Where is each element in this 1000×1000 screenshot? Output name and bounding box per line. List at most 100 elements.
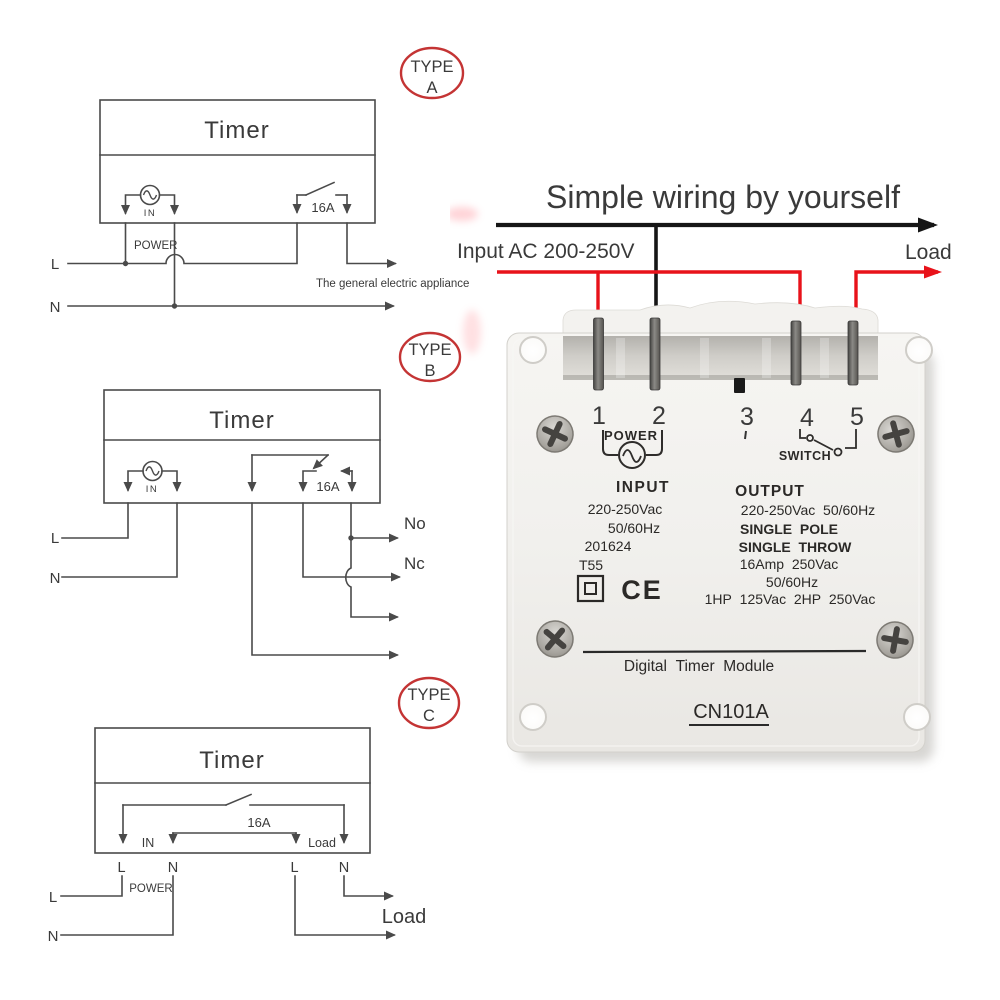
- badge-b-top: TYPE: [408, 341, 451, 359]
- amps-label-b: 16A: [316, 479, 339, 494]
- power-source-symbol-b: IN: [123, 460, 182, 495]
- neutral-label-c: N: [48, 928, 59, 945]
- module-model: CN101A: [693, 701, 769, 723]
- power-source-symbol-a: IN: [121, 184, 179, 219]
- module-footer: Digital Timer Module CN101A: [582, 649, 867, 726]
- type-c-badge: TYPE C: [397, 676, 461, 730]
- terminal-number-3: 3: [740, 403, 754, 431]
- badge-c-letter: C: [423, 707, 435, 725]
- mounting-holes: [519, 336, 933, 731]
- load-wire-label: Load: [905, 241, 952, 264]
- timer-box-b: [103, 389, 381, 504]
- timer-title-a: Timer: [204, 117, 269, 144]
- external-wiring-a: POWER L N The general electric appliance: [50, 222, 469, 316]
- terminal-number-5: 5: [850, 403, 864, 431]
- no-label-b: No: [404, 514, 426, 533]
- module-name: Digital Timer Module: [624, 658, 774, 675]
- hole: [903, 703, 931, 731]
- timer-module: 1 2 3 4 5 POWER SWIT: [506, 300, 934, 762]
- load-label-c: Load: [308, 836, 336, 850]
- terminal-pins: [593, 317, 859, 391]
- hole: [519, 336, 547, 364]
- input-ratings: INPUT 220-250Vac 50/60Hz 201624 T55 CE: [576, 479, 670, 605]
- timer-title-b: Timer: [209, 407, 274, 434]
- output-ratings: OUTPUT 220-250Vac 50/60Hz SINGLE POLE SI…: [705, 483, 876, 607]
- badge-b-letter: B: [424, 362, 435, 380]
- pin-4: [790, 320, 802, 386]
- schematic-diagrams: TYPE A Timer IN 16A: [48, 46, 469, 945]
- headline: Simple wiring by yourself: [546, 179, 900, 215]
- diagram-type-b: TYPE B Timer IN 16A: [50, 331, 462, 660]
- photo-smudge: [463, 310, 481, 354]
- in-label-b: IN: [146, 484, 159, 495]
- terminal-number-2: 2: [652, 402, 666, 430]
- terminal-n-out: N: [339, 860, 349, 876]
- badge-a-top: TYPE: [410, 58, 453, 76]
- type-a-badge: TYPE A: [399, 46, 465, 100]
- badge-a-letter: A: [426, 79, 437, 97]
- input-voltage-label: Input AC 200-250V: [457, 240, 634, 263]
- line-label-a: L: [51, 256, 59, 273]
- amps-label-a: 16A: [311, 200, 334, 215]
- relay-contact-symbol-c: 16A IN Load: [118, 793, 349, 850]
- in-label-a: IN: [144, 208, 157, 219]
- output-line: 1HP 125Vac 2HP 250Vac: [705, 591, 876, 607]
- power-label-c: POWER: [129, 883, 172, 895]
- badge-c-top: TYPE: [407, 686, 450, 704]
- double-insulation-icon: [576, 574, 605, 603]
- external-wiring-b: L N No Nc: [50, 502, 426, 660]
- terminal-l-out: L: [290, 860, 298, 876]
- input-line: 220-250Vac: [588, 501, 662, 517]
- output-line: 50/60Hz: [766, 574, 818, 590]
- output-line: SINGLE POLE: [740, 521, 838, 537]
- terminal-n-in: N: [168, 860, 178, 876]
- line-label-b: L: [51, 530, 59, 547]
- screw: [536, 620, 574, 658]
- input-heading: INPUT: [616, 479, 670, 496]
- load-out-label-c: Load: [382, 906, 427, 928]
- terminal-labels-c: L N L N: [117, 860, 349, 876]
- pin-1: [593, 317, 604, 391]
- terminal-numbers: 1 2 3 4 5: [592, 402, 864, 432]
- output-heading: OUTPUT: [735, 483, 805, 500]
- neutral-label-a: N: [50, 299, 61, 316]
- in-label-c: IN: [142, 836, 155, 850]
- photo-smudge: [450, 207, 478, 221]
- wiring-photo: Simple wiring by yourself Input AC 200-2…: [450, 179, 952, 762]
- ce-mark: CE: [621, 575, 663, 605]
- timer-title-c: Timer: [199, 747, 264, 774]
- switch-symbol-module: SWITCH: [779, 429, 857, 463]
- output-line: SINGLE THROW: [739, 539, 853, 555]
- neutral-label-b: N: [50, 570, 61, 587]
- type-b-badge: TYPE B: [398, 331, 462, 383]
- power-source-symbol-module: POWER: [602, 428, 663, 469]
- terminal-slot-3: [734, 378, 745, 393]
- diagram-type-a: TYPE A Timer IN 16A: [50, 46, 469, 316]
- timer-box-c: [94, 727, 371, 854]
- screw: [877, 415, 915, 453]
- nc-label-b: Nc: [404, 554, 425, 573]
- hole: [519, 703, 547, 731]
- output-line: 16Amp 250Vac: [740, 556, 839, 572]
- terminal-number-4: 4: [800, 404, 814, 432]
- input-line: T55: [579, 557, 603, 573]
- input-line: 201624: [585, 538, 632, 554]
- switch-label-module: SWITCH: [779, 449, 831, 463]
- module-body: [506, 332, 926, 753]
- timer-box-a: [99, 99, 376, 224]
- screw: [536, 415, 574, 453]
- pin-2: [649, 317, 661, 391]
- terminal-number-1: 1: [592, 402, 606, 430]
- power-label-module: POWER: [604, 428, 658, 443]
- hole: [905, 336, 933, 364]
- appliance-label-a: The general electric appliance: [316, 278, 469, 290]
- diagram-type-c: TYPE C Timer 16A IN Load L N: [48, 676, 461, 945]
- pin-5: [847, 320, 859, 386]
- power-label-a: POWER: [134, 240, 177, 252]
- input-line: 50/60Hz: [608, 520, 660, 536]
- terminal-l-in: L: [117, 860, 125, 876]
- relay-contact-symbol-b: 16A: [247, 453, 357, 494]
- line-label-c: L: [49, 889, 57, 906]
- screw: [876, 621, 914, 659]
